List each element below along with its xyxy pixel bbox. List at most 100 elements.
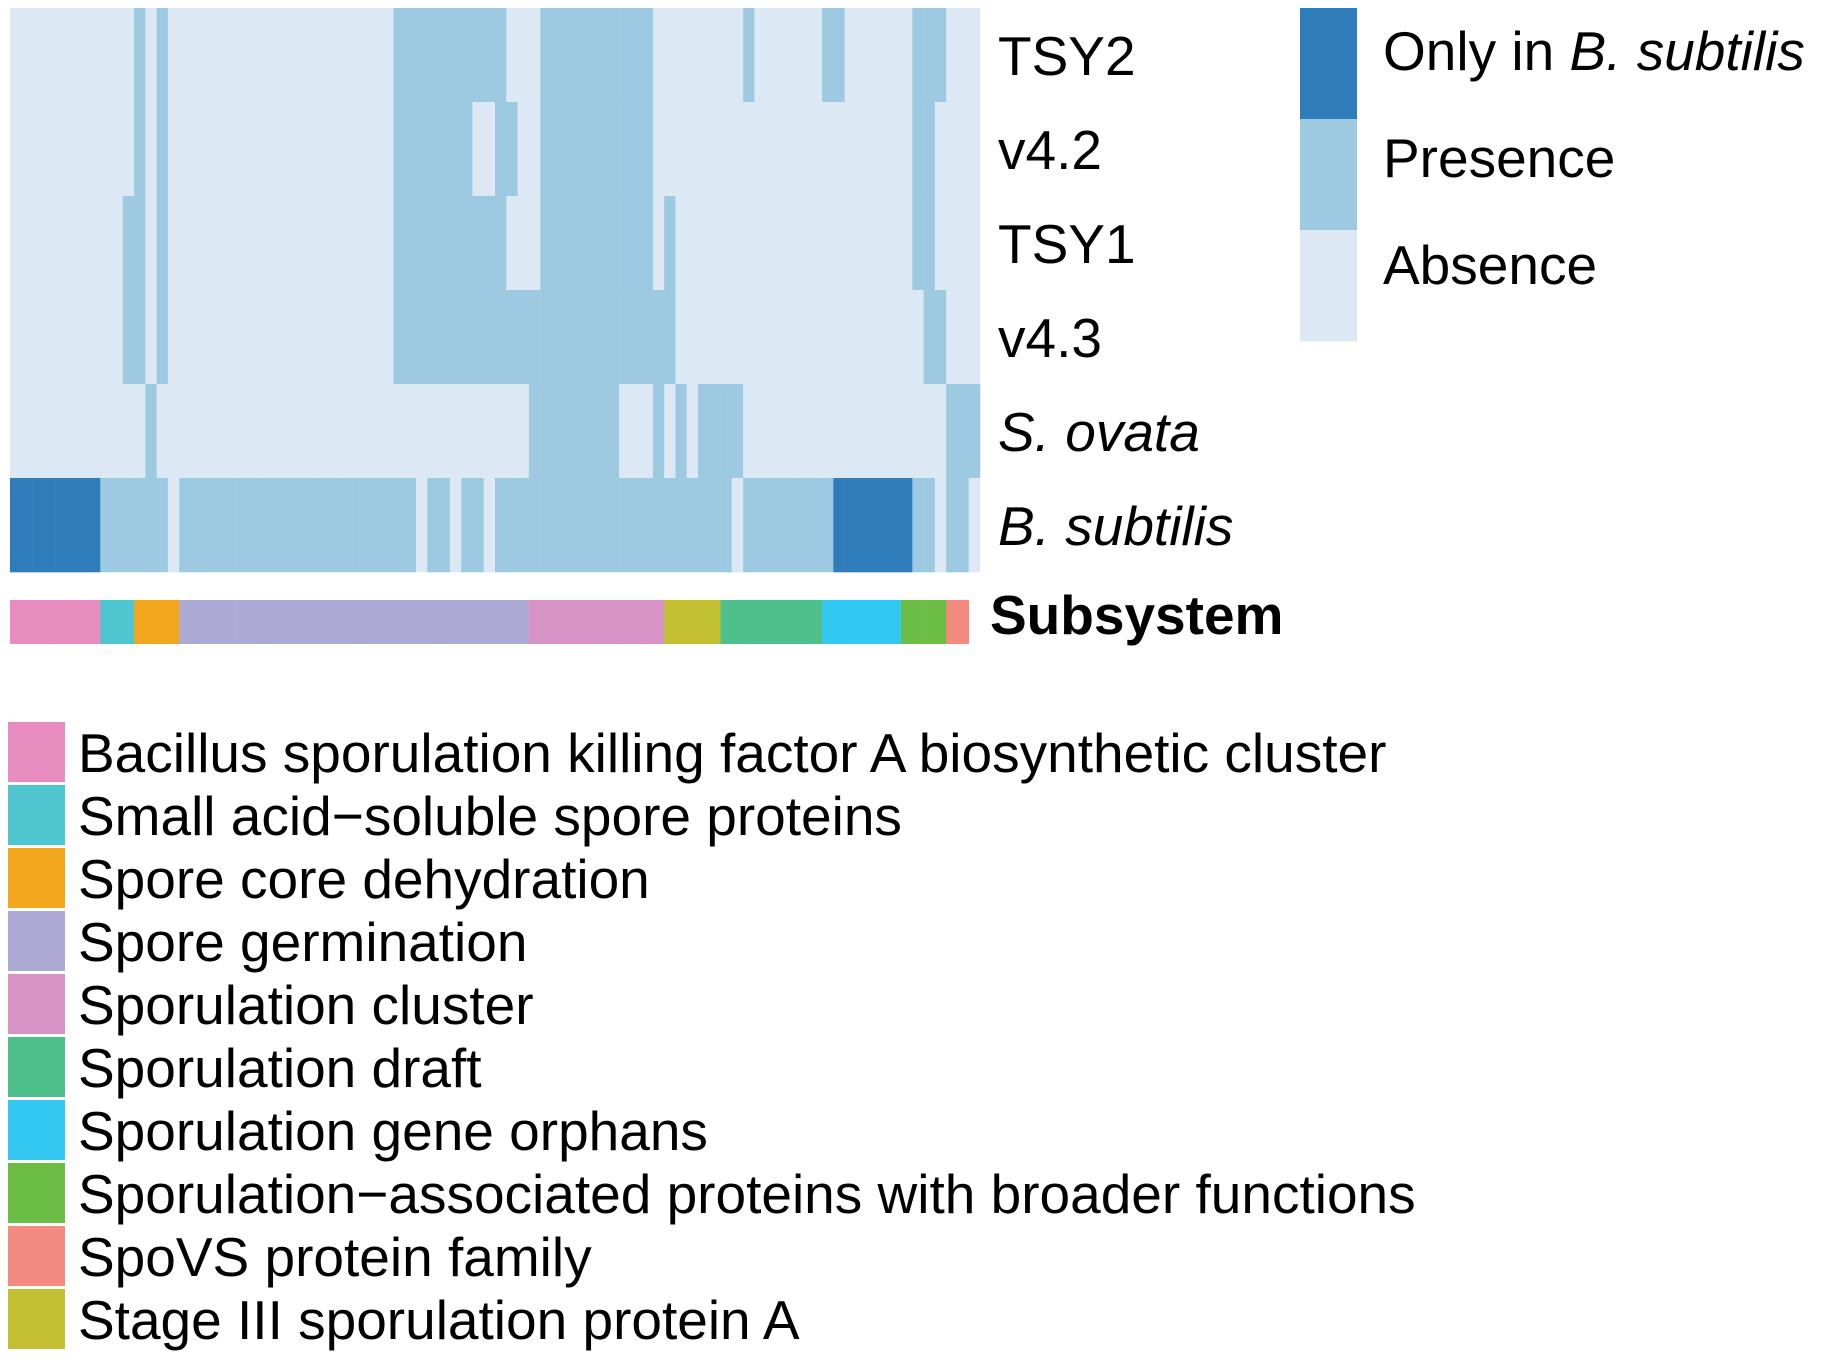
heatmap-cell: [246, 384, 259, 479]
heatmap-cell: [641, 290, 654, 385]
heatmap-cell: [495, 102, 507, 197]
heatmap-cell: [540, 8, 552, 103]
heatmap-cell: [21, 478, 33, 573]
heatmap-cell: [201, 196, 214, 291]
row-label: B. subtilis: [998, 495, 1233, 557]
subsystem-cell: [179, 600, 191, 644]
heatmap-cell: [901, 8, 913, 103]
heatmap-cell: [370, 196, 383, 291]
heatmap-cell: [438, 196, 451, 291]
heatmap-cell: [867, 290, 879, 385]
heatmap-cell: [607, 8, 620, 103]
subsystem-cell: [528, 600, 541, 644]
subsystem-cell: [325, 600, 338, 644]
heatmap-cell: [269, 384, 281, 479]
heatmap-cell: [280, 102, 293, 197]
heatmap-cell: [213, 290, 225, 385]
heatmap-cell: [145, 384, 157, 479]
heatmap-cell: [720, 8, 733, 103]
subsystem-cell: [32, 600, 45, 644]
heatmap-cell: [585, 8, 597, 103]
subsystem-cell: [461, 600, 473, 644]
subsystem-legend-label: Sporulation gene orphans: [78, 1100, 708, 1162]
heatmap-cell: [596, 8, 609, 103]
subsystem-cell: [111, 600, 124, 644]
heatmap-cell: [393, 290, 406, 385]
heatmap-cell: [957, 8, 970, 103]
heatmap-cell: [844, 8, 857, 103]
heatmap-cell: [912, 102, 924, 197]
heatmap-cell: [348, 102, 360, 197]
subsystem-cell: [833, 600, 845, 644]
heatmap-cell: [822, 8, 834, 103]
subsystem-legend-label: SpoVS protein family: [78, 1226, 592, 1288]
heatmap-cell: [833, 384, 845, 479]
heatmap-cell: [77, 384, 90, 479]
heatmap-cell: [88, 290, 101, 385]
heatmap-cell: [167, 196, 180, 291]
subsystem-cell: [55, 600, 67, 644]
heatmap-cell: [416, 478, 428, 573]
subsystem-cell: [416, 600, 428, 644]
heatmap-cell: [788, 102, 800, 197]
heatmap-cell: [483, 196, 496, 291]
subsystem-legend-label: Bacillus sporulation killing factor A bi…: [78, 722, 1386, 784]
row-label: TSY1: [998, 213, 1136, 275]
heatmap-cell: [213, 196, 225, 291]
subsystem-cell: [573, 600, 586, 644]
heatmap-cell: [754, 478, 766, 573]
heatmap-cell: [889, 8, 902, 103]
heatmap-cell: [224, 384, 236, 479]
heatmap-cell: [32, 290, 45, 385]
heatmap-cell: [213, 384, 225, 479]
heatmap-cell: [540, 102, 552, 197]
heatmap-cell: [393, 8, 406, 103]
subsystem-cell: [855, 600, 868, 644]
heatmap-cell: [495, 478, 507, 573]
heatmap-cell: [325, 290, 338, 385]
heatmap-cell: [799, 384, 812, 479]
value-legend-label: Presence: [1383, 127, 1615, 189]
heatmap-cell: [709, 290, 721, 385]
heatmap-cell: [213, 478, 225, 573]
heatmap-cell: [303, 290, 315, 385]
heatmap-cell: [201, 290, 214, 385]
heatmap-cell: [495, 384, 507, 479]
subsystem-cell: [641, 600, 654, 644]
heatmap-cell: [551, 478, 563, 573]
subsystem-cell: [10, 600, 22, 644]
value-legend-swatch: [1300, 119, 1357, 231]
heatmap-cell: [833, 102, 845, 197]
heatmap-cell: [619, 8, 631, 103]
subsystem-cell: [145, 600, 157, 644]
heatmap-cell: [258, 290, 270, 385]
heatmap-cell: [765, 8, 778, 103]
subsystem-legend-swatch: [8, 1100, 65, 1160]
heatmap-cell: [88, 8, 101, 103]
heatmap-cell: [630, 8, 642, 103]
heatmap-cell: [551, 290, 563, 385]
heatmap-cell: [32, 478, 45, 573]
heatmap-cell: [923, 196, 936, 291]
heatmap-cell: [156, 290, 169, 385]
heatmap-cell: [280, 196, 293, 291]
heatmap-cell: [100, 196, 112, 291]
heatmap-cell: [506, 478, 518, 573]
heatmap-cell: [43, 290, 56, 385]
subsystem-cell: [675, 600, 688, 644]
heatmap-cell: [32, 384, 45, 479]
heatmap-cell: [190, 102, 203, 197]
heatmap-cell: [179, 290, 191, 385]
heatmap-cell: [540, 196, 552, 291]
heatmap-cell: [946, 478, 958, 573]
heatmap-cell: [393, 102, 406, 197]
heatmap-cell: [314, 102, 327, 197]
heatmap-cell: [664, 384, 676, 479]
heatmap-cell: [822, 196, 834, 291]
heatmap-cell: [483, 478, 496, 573]
heatmap-cell: [788, 196, 800, 291]
heatmap-cell: [134, 290, 146, 385]
subsystem-cell: [810, 600, 823, 644]
heatmap-cell: [88, 102, 101, 197]
